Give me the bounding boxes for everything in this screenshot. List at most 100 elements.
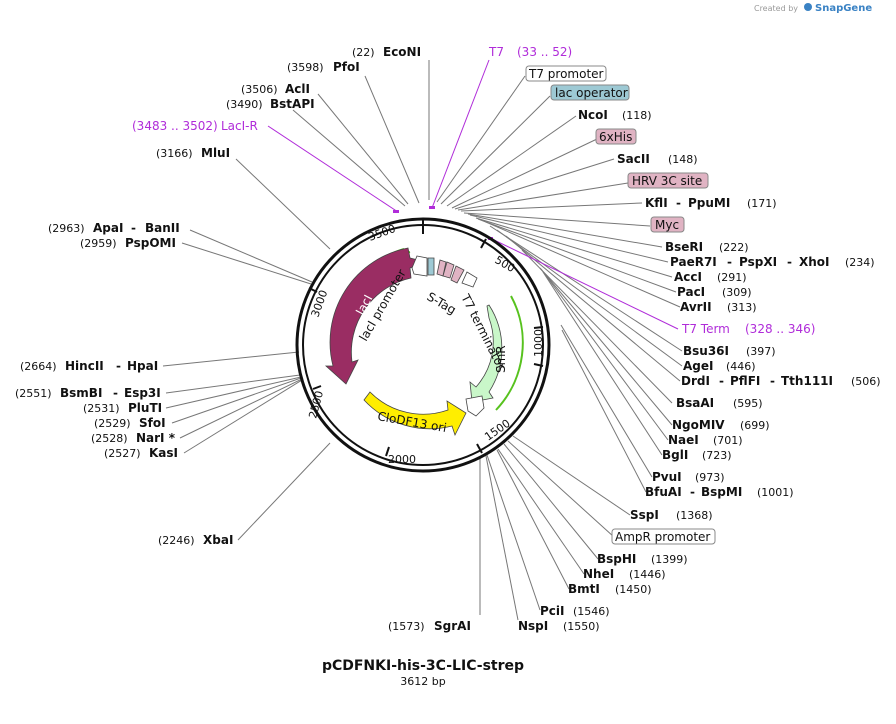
site-pfoi[interactable]: PfoI bbox=[333, 60, 360, 74]
site-pspomi[interactable]: PspOMI bbox=[125, 236, 176, 250]
lac-operator-label: lac operator bbox=[555, 86, 628, 100]
svg-text:(446): (446) bbox=[726, 360, 756, 373]
site-pspxi[interactable]: PspXI bbox=[739, 255, 777, 269]
plasmid-length: 3612 bp bbox=[400, 675, 445, 688]
svg-text:(701): (701) bbox=[713, 434, 743, 447]
site-xbai[interactable]: XbaI bbox=[203, 533, 233, 547]
site-hincii[interactable]: HincII bbox=[65, 359, 104, 373]
site-pcii[interactable]: PciI bbox=[540, 604, 565, 618]
svg-text:(309): (309) bbox=[722, 286, 752, 299]
svg-text:(699): (699) bbox=[740, 419, 770, 432]
left-enzyme-labels: (22) EcoNI (3598) PfoI (3506) AclI (3490… bbox=[15, 45, 421, 547]
t7-promoter-box bbox=[525, 65, 607, 82]
lac-operator-box bbox=[550, 84, 630, 101]
site-pluti[interactable]: PluTI bbox=[128, 401, 162, 415]
site-banii[interactable]: BanII bbox=[145, 221, 180, 235]
site-bfuai[interactable]: BfuAI bbox=[645, 485, 682, 499]
site-paci[interactable]: PacI bbox=[677, 285, 705, 299]
site-nari[interactable]: NarI * bbox=[136, 431, 176, 445]
tick-2000: 2000 bbox=[388, 453, 416, 466]
svg-text:(595): (595) bbox=[733, 397, 763, 410]
site-ngomiv[interactable]: NgoMIV bbox=[672, 418, 725, 432]
site-pflfi[interactable]: PflFI bbox=[730, 374, 760, 388]
smr-promoter-feature bbox=[465, 395, 485, 417]
svg-text:(148): (148) bbox=[668, 153, 698, 166]
snapgene-icon bbox=[804, 3, 812, 11]
svg-text:(2963): (2963) bbox=[48, 222, 85, 235]
site-paer7i[interactable]: PaeR7I bbox=[670, 255, 717, 269]
svg-text:(1573): (1573) bbox=[388, 620, 425, 633]
site-bsu36i[interactable]: Bsu36I bbox=[683, 344, 729, 358]
site-bspmi[interactable]: BspMI bbox=[701, 485, 742, 499]
site-ncoi[interactable]: NcoI bbox=[578, 108, 608, 122]
tick-1000: 1000 bbox=[532, 329, 545, 357]
site-naei[interactable]: NaeI bbox=[668, 433, 699, 447]
site-sgrai[interactable]: SgrAI bbox=[434, 619, 471, 633]
site-bsphi[interactable]: BspHI bbox=[597, 552, 636, 566]
site-bmti[interactable]: BmtI bbox=[568, 582, 600, 596]
ampr-promoter-box bbox=[611, 528, 716, 545]
svg-text:(723): (723) bbox=[702, 449, 732, 462]
svg-text:(2551): (2551) bbox=[15, 387, 52, 400]
site-acli[interactable]: AclI bbox=[285, 82, 310, 96]
hrv3c-label: HRV 3C site bbox=[632, 174, 702, 188]
brand-prefix: Created by bbox=[754, 4, 798, 13]
primer-lacir-range: (3483 .. 3502) bbox=[132, 119, 218, 133]
svg-text:(1446): (1446) bbox=[629, 568, 666, 581]
site-bstapi[interactable]: BstAPI bbox=[270, 97, 315, 111]
feature-boxes: T7 promoter lac operator 6xHis HRV 3C si… bbox=[525, 65, 716, 545]
small-features bbox=[411, 255, 478, 288]
site-bgli[interactable]: BglI bbox=[662, 448, 688, 462]
site-sacii[interactable]: SacII bbox=[617, 152, 650, 166]
site-kasi[interactable]: KasI bbox=[149, 446, 178, 460]
site-ppumi[interactable]: PpuMI bbox=[688, 196, 730, 210]
site-sspi[interactable]: SspI bbox=[630, 508, 659, 522]
svg-text:(291): (291) bbox=[717, 271, 747, 284]
svg-text:(2959): (2959) bbox=[80, 237, 117, 250]
site-kfli[interactable]: KflI bbox=[645, 196, 668, 210]
svg-text:(1368): (1368) bbox=[676, 509, 713, 522]
primer-t7-range: (33 .. 52) bbox=[517, 45, 572, 59]
site-esp3i[interactable]: Esp3I bbox=[124, 386, 161, 400]
tick-marks bbox=[308, 219, 544, 457]
primer-lacir-name: LacI-R bbox=[221, 119, 258, 133]
site-tth111i[interactable]: Tth111I bbox=[781, 374, 833, 388]
his6-box bbox=[595, 128, 637, 145]
right-enzyme-labels: NcoI (118) SacII (148) KflI - PpuMI (171… bbox=[388, 108, 881, 633]
site-sfoi[interactable]: SfoI bbox=[139, 416, 166, 430]
site-mlui[interactable]: MluI bbox=[201, 146, 230, 160]
site-xhoi[interactable]: XhoI bbox=[799, 255, 830, 269]
svg-text:(3166): (3166) bbox=[156, 147, 193, 160]
site-drdi[interactable]: DrdI bbox=[681, 374, 710, 388]
site-hpai[interactable]: HpaI bbox=[127, 359, 158, 373]
site-avrii[interactable]: AvrII bbox=[680, 300, 712, 314]
smr-label: SmR bbox=[494, 345, 508, 373]
svg-text:(3490): (3490) bbox=[226, 98, 263, 111]
site-agei[interactable]: AgeI bbox=[683, 359, 713, 373]
site-econi[interactable]: EcoNI bbox=[383, 45, 421, 59]
site-pvui[interactable]: PvuI bbox=[652, 470, 682, 484]
site-acci[interactable]: AccI bbox=[674, 270, 702, 284]
svg-text:(2527): (2527) bbox=[104, 447, 141, 460]
t7-promoter-label: T7 promoter bbox=[528, 67, 604, 81]
site-bsaai[interactable]: BsaAI bbox=[676, 396, 714, 410]
svg-text:(1550): (1550) bbox=[563, 620, 600, 633]
plasmid-name: pCDFNKI-his-3C-LIC-strep bbox=[322, 658, 524, 674]
clodf13-ori-feature[interactable] bbox=[363, 391, 467, 437]
svg-text:(2528): (2528) bbox=[91, 432, 128, 445]
site-nhei[interactable]: NheI bbox=[583, 567, 614, 581]
myc-box bbox=[650, 216, 685, 233]
right-leader-lines bbox=[436, 75, 683, 621]
site-apai[interactable]: ApaI bbox=[93, 221, 123, 235]
primer-t7term-range: (328 .. 346) bbox=[745, 322, 815, 336]
svg-text:(1001): (1001) bbox=[757, 486, 794, 499]
t7-terminator-label: T7 terminator bbox=[458, 291, 508, 372]
laci-feature[interactable] bbox=[324, 247, 428, 385]
svg-text:-: - bbox=[113, 386, 118, 400]
s-tag-label: S-Tag bbox=[425, 289, 459, 317]
svg-text:(2531): (2531) bbox=[83, 402, 120, 415]
site-nspi[interactable]: NspI bbox=[518, 619, 548, 633]
svg-text:-: - bbox=[676, 196, 681, 210]
site-bsmbi[interactable]: BsmBI bbox=[60, 386, 102, 400]
site-bseri[interactable]: BseRI bbox=[665, 240, 703, 254]
